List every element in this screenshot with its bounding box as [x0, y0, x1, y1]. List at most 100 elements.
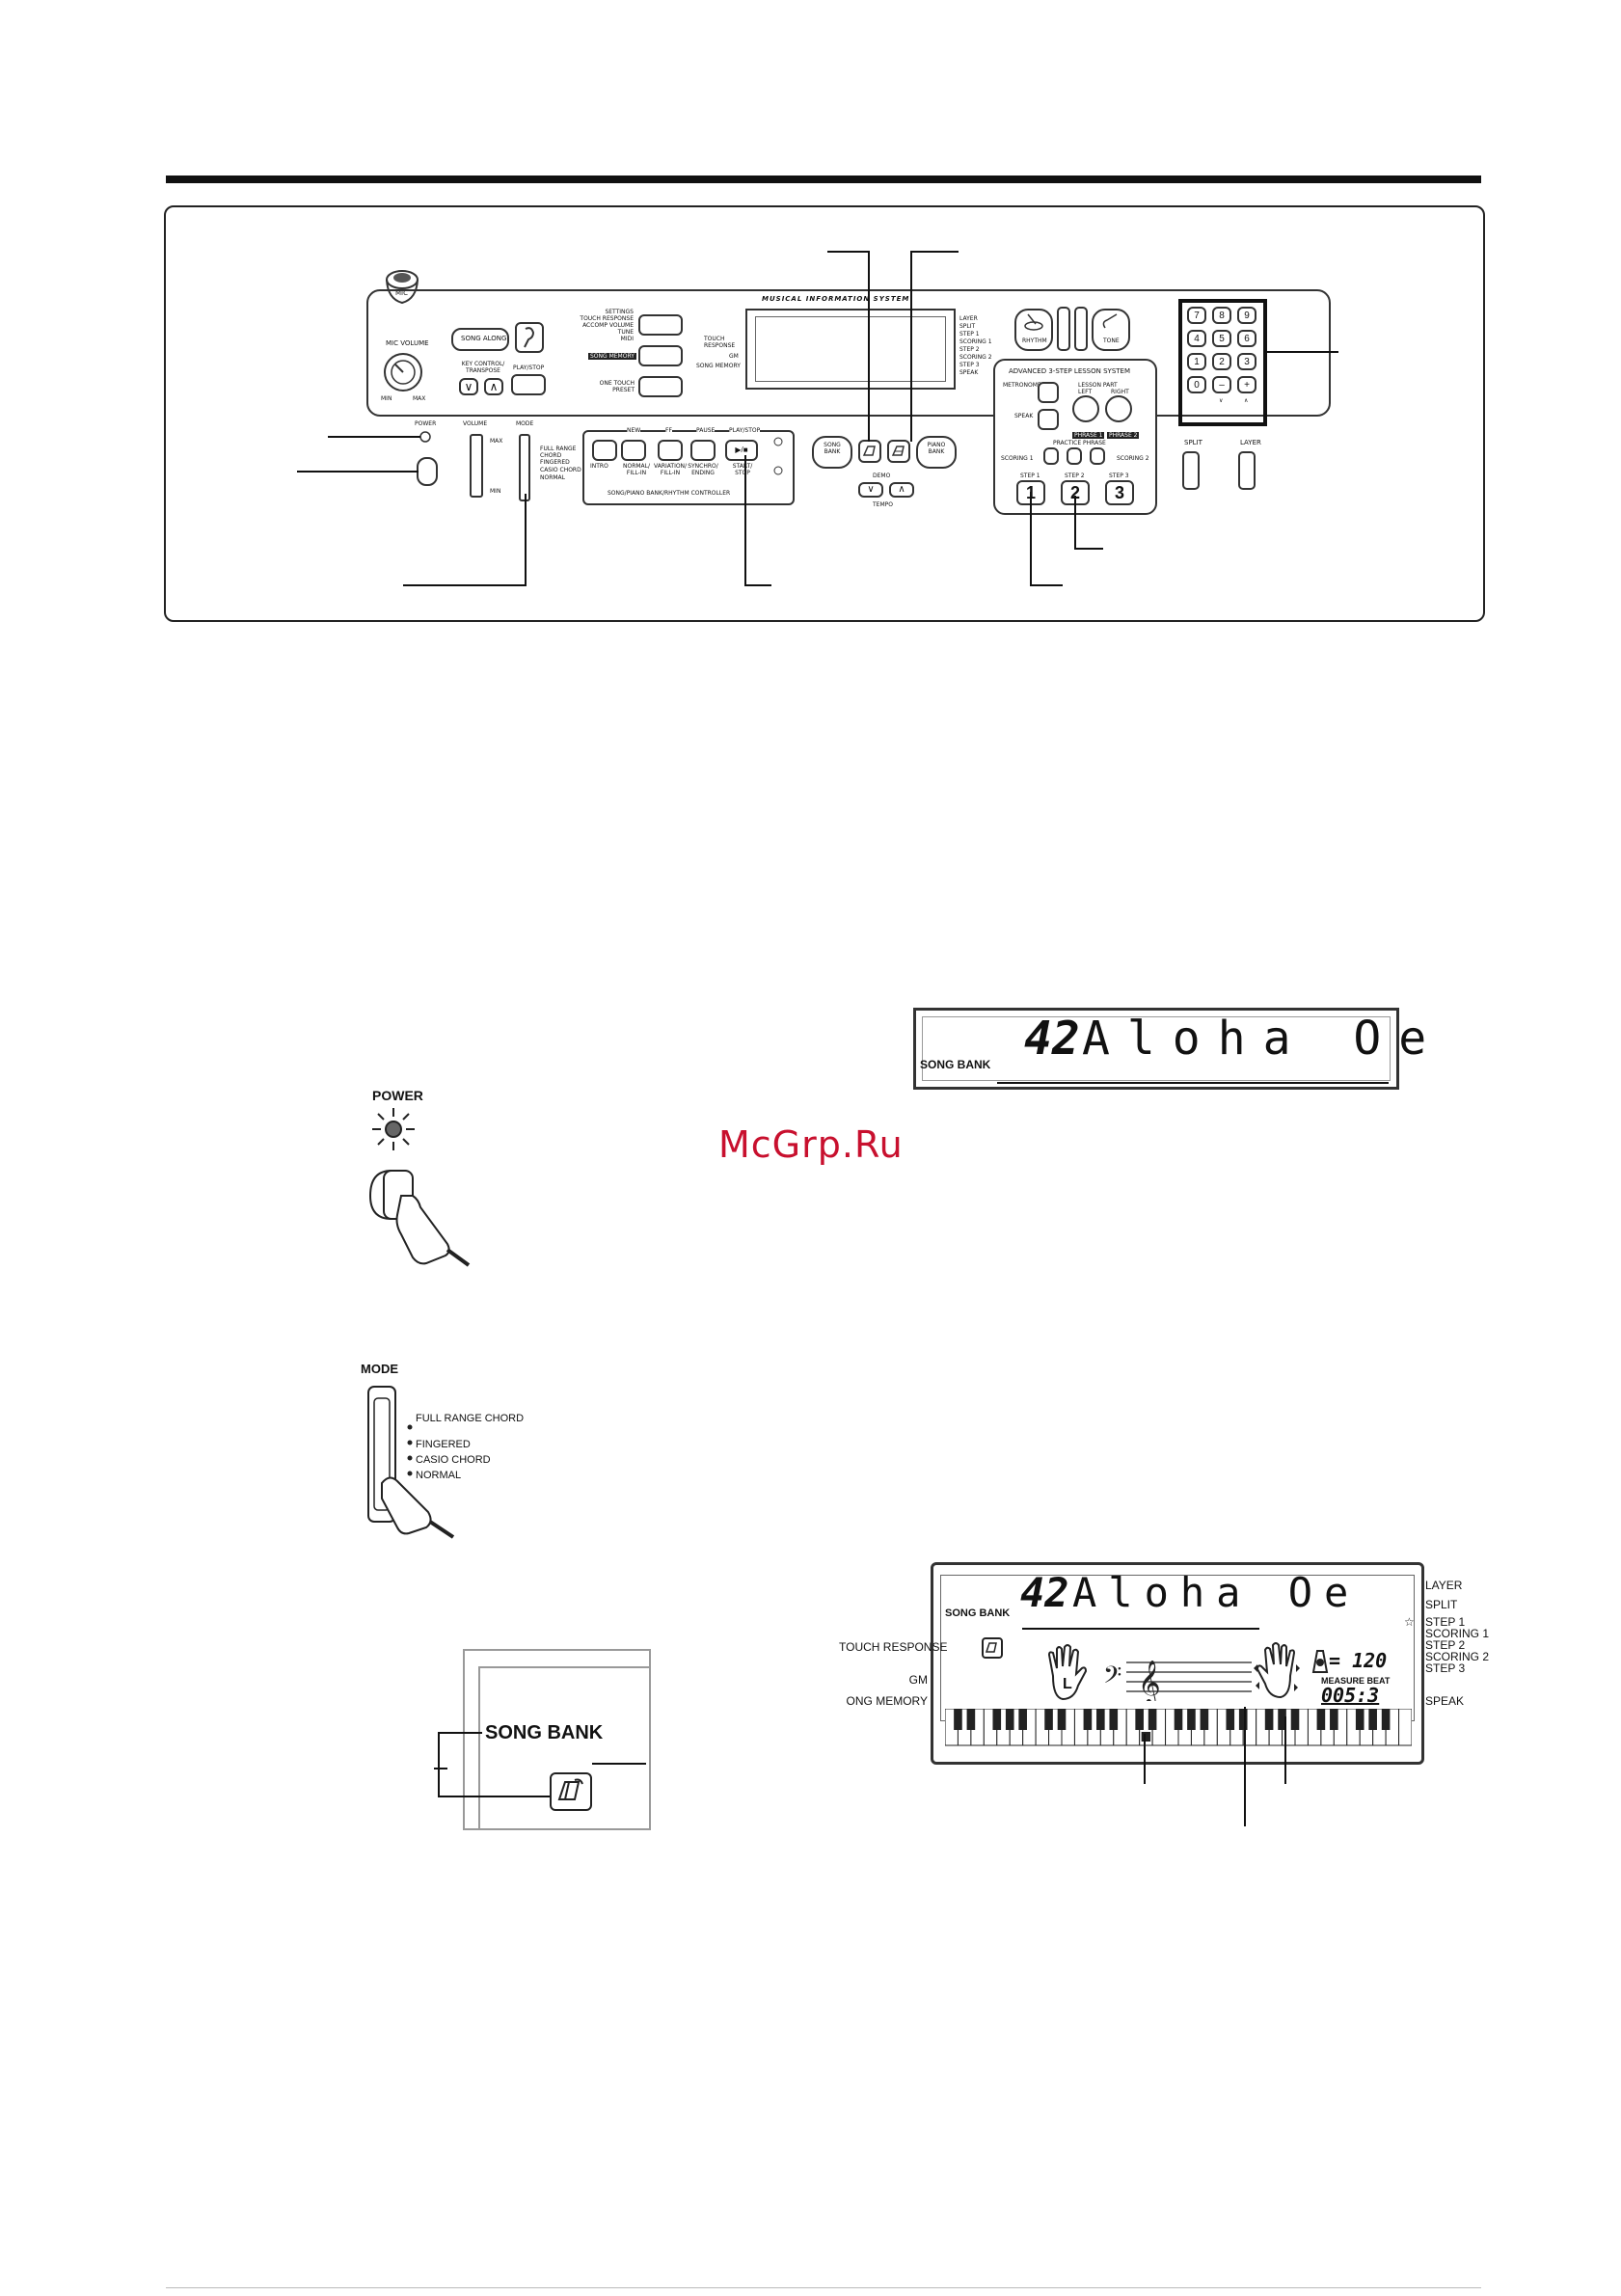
accomp-volume-label: ACCOMP VOLUME	[582, 322, 634, 329]
black-key	[1368, 1709, 1377, 1730]
power-led-lit-icon	[372, 1108, 415, 1150]
rhythm-select-button[interactable]	[1057, 307, 1070, 351]
variation-fillin-button[interactable]	[658, 440, 683, 461]
num-key-5[interactable]: 5	[1212, 330, 1231, 347]
power-button[interactable]	[417, 457, 438, 486]
mic-min-label: MIN	[381, 395, 392, 402]
normal-fillin-button[interactable]	[621, 440, 646, 461]
big-lcd-left-touch: TOUCH RESPONSE	[839, 1640, 948, 1654]
key-up-button[interactable]: ∧	[484, 378, 503, 395]
tempo-down-button[interactable]: ∨	[858, 482, 883, 498]
song-bank-button[interactable]	[812, 436, 852, 469]
mode-illus-fingered: FINGERED	[416, 1439, 471, 1450]
num-key-7[interactable]: 7	[1187, 307, 1206, 324]
piano-bank-button[interactable]	[916, 436, 957, 469]
step-2-button[interactable]: 2	[1061, 480, 1090, 505]
black-key	[1381, 1709, 1391, 1730]
black-key	[992, 1709, 1002, 1730]
num-key-3[interactable]: 3	[1237, 353, 1256, 370]
mic-volume-knob[interactable]	[378, 347, 428, 397]
callout-step1-h	[1030, 584, 1063, 586]
big-lcd-star: ☆	[1404, 1615, 1415, 1629]
demo-label: DEMO	[873, 473, 891, 479]
right-hand-button[interactable]	[1105, 395, 1132, 422]
settings-button[interactable]	[638, 314, 683, 336]
black-key	[1200, 1709, 1209, 1730]
one-touch-preset-button[interactable]	[638, 376, 683, 397]
songbank-closeup-icon-box	[550, 1772, 592, 1811]
song-along-play-stop-button[interactable]	[511, 374, 546, 395]
big-lcd-song-name: Aloha Oe	[1072, 1569, 1361, 1616]
plus-key[interactable]: +	[1237, 376, 1256, 393]
controller-title: SONG/PIANO BANK/RHYTHM CONTROLLER	[608, 490, 731, 497]
intro-button[interactable]	[592, 440, 617, 461]
volume-slider[interactable]	[470, 434, 483, 498]
num-key-6[interactable]: 6	[1237, 330, 1256, 347]
song-bank-icon-button[interactable]	[858, 440, 881, 463]
step-3-label: STEP 3	[1109, 473, 1129, 479]
num-key-8[interactable]: 8	[1212, 307, 1231, 324]
ctrl-new-label: NEW	[627, 427, 641, 434]
song-along-mic-button[interactable]	[515, 322, 544, 353]
metronome-button[interactable]	[1038, 382, 1059, 403]
big-lcd-left-gm: GM	[908, 1673, 928, 1687]
tone-select-button[interactable]	[1074, 307, 1088, 351]
display-right-step3: STEP 3	[959, 362, 980, 368]
song-memory-button[interactable]	[638, 345, 683, 366]
num-key-1[interactable]: 1	[1187, 353, 1206, 370]
num-key-9[interactable]: 9	[1237, 307, 1256, 324]
num-key-4[interactable]: 4	[1187, 330, 1206, 347]
left-hand-button[interactable]	[1072, 395, 1099, 422]
rhythm-button[interactable]: RHYTHM	[1014, 309, 1053, 351]
big-lcd-right-step1: STEP 1	[1425, 1615, 1466, 1629]
mode-slider[interactable]	[519, 434, 530, 501]
phrase-prev-button[interactable]	[1043, 447, 1059, 465]
black-key	[1018, 1709, 1027, 1730]
piano-bank-icon-button[interactable]	[887, 440, 910, 463]
white-key	[1398, 1709, 1412, 1746]
tempo-up-button[interactable]: ∧	[889, 482, 914, 498]
settings-label: SETTINGS	[605, 309, 634, 315]
lesson-left-label: LEFT	[1078, 389, 1093, 395]
phrase-next-button[interactable]	[1090, 447, 1105, 465]
big-lcd-song-bank-label: SONG BANK	[945, 1607, 1011, 1619]
practice-phrase-label: PRACTICE PHRASE	[1053, 440, 1106, 446]
scoring-2-label: SCORING 2	[1117, 455, 1149, 462]
variation-fillin-label: VARIATION/ FILL-IN	[654, 463, 688, 476]
volume-min-label: MIN	[490, 488, 501, 495]
mode-opt-fullrange: FULL RANGE CHORD	[540, 446, 577, 459]
song-along-button[interactable]	[451, 328, 509, 351]
step-3-button[interactable]: 3	[1105, 480, 1134, 505]
black-key	[1264, 1709, 1274, 1730]
tone-button[interactable]: TONE	[1092, 309, 1130, 351]
power-illustration-label: POWER	[372, 1088, 423, 1103]
layer-button[interactable]	[1238, 451, 1256, 490]
key-down-button[interactable]: ∨	[459, 378, 478, 395]
key-control-label: KEY CONTROL/ TRANSPOSE	[461, 361, 505, 374]
black-key	[1174, 1709, 1183, 1730]
mode-illus-fullrange: FULL RANGE CHORD	[416, 1413, 525, 1424]
display-right-step2: STEP 2	[959, 346, 980, 353]
big-lcd-frame	[931, 1562, 1424, 1765]
songbank-bracket-stem	[434, 1768, 447, 1769]
rhythm-label: RHYTHM	[1022, 338, 1047, 344]
speak-button[interactable]	[1038, 409, 1059, 430]
callout-numpad	[1267, 351, 1338, 353]
synchro-ending-button[interactable]	[690, 440, 716, 461]
minus-key[interactable]: –	[1212, 376, 1231, 393]
ctrl-pause-label: PAUSE	[696, 427, 716, 434]
start-stop-button[interactable]: ▶/■	[725, 440, 758, 461]
split-button[interactable]	[1182, 451, 1200, 490]
lesson-right-label: RIGHT	[1111, 389, 1129, 395]
num-key-2[interactable]: 2	[1212, 353, 1231, 370]
big-lcd-right-scoring1: SCORING 1	[1425, 1627, 1490, 1640]
key-marker	[1141, 1732, 1151, 1742]
phrase-repeat-button[interactable]	[1067, 447, 1082, 465]
scoring-1-label: SCORING 1	[1001, 455, 1034, 462]
controller-group	[582, 430, 795, 505]
num-key-0[interactable]: 0	[1187, 376, 1206, 393]
layer-label: LAYER	[1240, 439, 1261, 446]
callout-startstop-h	[744, 584, 771, 586]
callout-mode-h	[403, 584, 527, 586]
black-key	[1290, 1709, 1300, 1730]
